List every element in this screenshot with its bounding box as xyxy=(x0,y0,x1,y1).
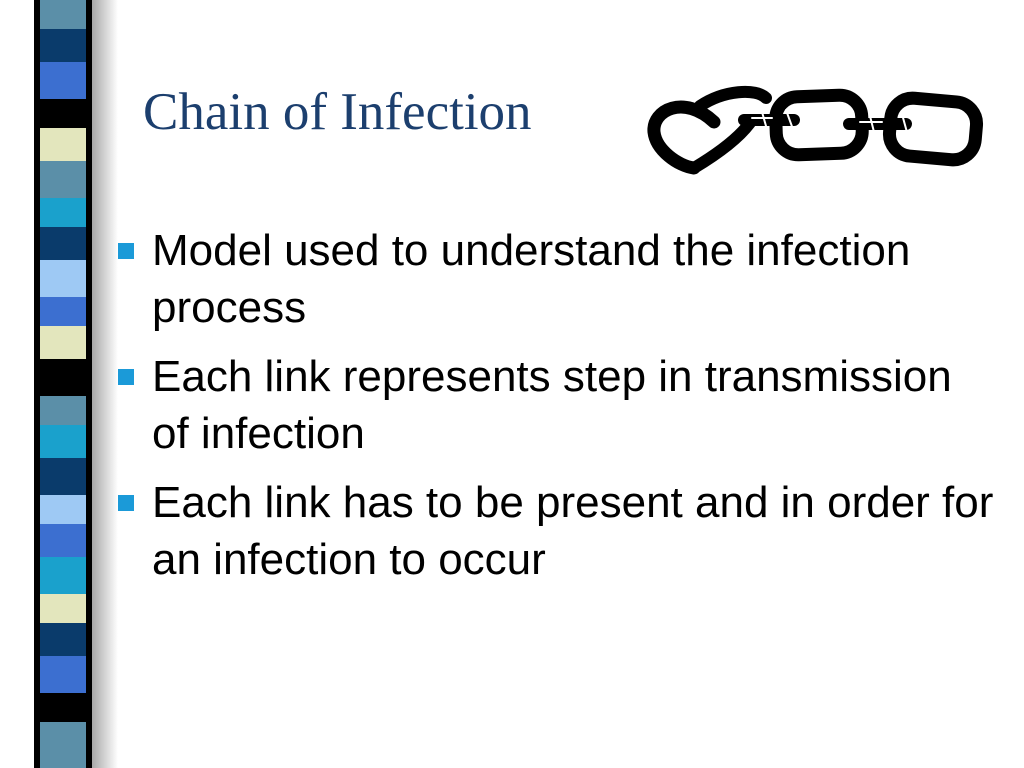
strip-segment xyxy=(34,359,92,396)
strip-segment xyxy=(34,161,92,198)
strip-edge xyxy=(86,0,92,768)
strip-segment xyxy=(34,557,92,594)
strip-segment xyxy=(34,396,92,425)
strip-segment xyxy=(34,722,92,768)
side-shadow xyxy=(92,0,118,768)
bullet-list: Model used to understand the infection p… xyxy=(116,222,996,600)
strip-segment xyxy=(34,128,92,161)
decorative-color-strip xyxy=(34,0,92,768)
slide-title: Chain of Infection xyxy=(143,83,532,141)
strip-segment xyxy=(34,29,92,62)
strip-segment xyxy=(34,62,92,99)
strip-segment xyxy=(34,693,92,722)
strip-segment xyxy=(34,458,92,495)
strip-segment xyxy=(34,260,92,297)
chain-link-icon xyxy=(647,85,984,175)
strip-segment xyxy=(34,227,92,260)
square-bullet-icon xyxy=(118,243,134,259)
strip-segment xyxy=(34,99,92,128)
strip-segment xyxy=(34,656,92,693)
strip-edge xyxy=(34,0,40,768)
bullet-text: Each link has to be present and in order… xyxy=(152,478,994,584)
strip-segment xyxy=(34,326,92,359)
strip-segment xyxy=(34,495,92,524)
bullet-text: Each link represents step in transmissio… xyxy=(152,352,952,458)
bullet-item: Each link has to be present and in order… xyxy=(116,474,996,588)
strip-segment xyxy=(34,623,92,656)
strip-segment xyxy=(34,0,92,29)
bullet-text: Model used to understand the infection p… xyxy=(152,226,911,332)
strip-segment xyxy=(34,198,92,227)
strip-segment xyxy=(34,297,92,326)
bullet-item: Model used to understand the infection p… xyxy=(116,222,996,336)
square-bullet-icon xyxy=(118,495,134,511)
strip-segment xyxy=(34,425,92,458)
square-bullet-icon xyxy=(118,369,134,385)
bullet-item: Each link represents step in transmissio… xyxy=(116,348,996,462)
strip-segment xyxy=(34,524,92,557)
strip-segment xyxy=(34,594,92,623)
